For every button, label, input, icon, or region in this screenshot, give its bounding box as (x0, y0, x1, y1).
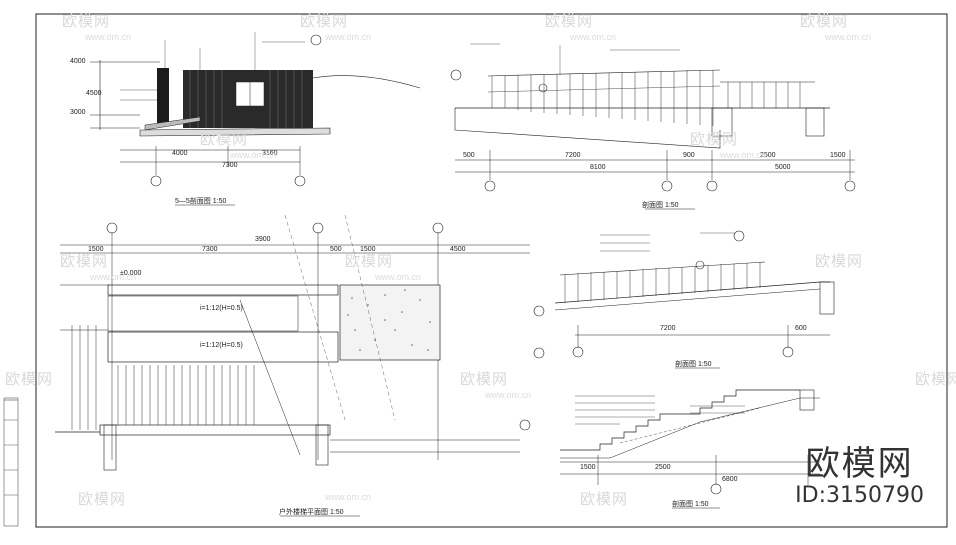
watermark-logo: 欧模网 (815, 252, 864, 270)
dim-label: 5000 (775, 164, 791, 171)
watermark-url: www.om.cn (325, 32, 372, 42)
drawing-title-section-bottom: 剖面图 1:50 (672, 501, 709, 508)
watermark-url: www.om.cn (230, 150, 277, 160)
dim-label: 500 (463, 152, 475, 159)
brand-id-text: ID:3150790 (795, 483, 924, 508)
dim-label: 3000 (70, 109, 86, 116)
dim-label: 2500 (760, 152, 776, 159)
brand-badge: 欧模网 ID:3150790 (795, 445, 924, 509)
dim-label: 1500 (360, 246, 376, 253)
ramp-slope-note: i=1:12(H=0.5) (200, 305, 243, 312)
watermark-url: www.om.cn (720, 150, 767, 160)
watermark-logo: 欧模网 (690, 130, 739, 148)
dim-label: 4500 (450, 246, 466, 253)
dim-label: 4000 (172, 150, 188, 157)
watermark-url: www.om.cn (825, 32, 872, 42)
dim-label: 3160 (262, 150, 278, 157)
dim-label: 4500 (86, 90, 102, 97)
dim-label: 3900 (255, 236, 271, 243)
dim-label: 1500 (580, 464, 596, 471)
title-block (3, 397, 19, 527)
ramp-slope-note: i=1:12(H=0.5) (200, 342, 243, 349)
sheet-border (35, 13, 948, 528)
watermark-logo: 欧模网 (300, 12, 349, 30)
drawing-title-section-mid: 剖面图 1:50 (675, 361, 712, 368)
drawing-title-stair-plan: 户外楼梯平面图 1:50 (279, 509, 344, 516)
dim-label: 7300 (202, 246, 218, 253)
dim-label: 7300 (222, 162, 238, 169)
watermark-logo: 欧模网 (345, 252, 394, 270)
section-top-left (90, 32, 421, 206)
dim-label: 7200 (565, 152, 581, 159)
plan-bottom-left (55, 214, 545, 517)
watermark-logo: 欧模网 (62, 12, 111, 30)
drawing-title-elevation: 剖面图 1:50 (642, 202, 679, 209)
watermark-url: www.om.cn (375, 272, 422, 282)
brand-logo-text: 欧模网 (805, 444, 914, 484)
watermark-logo: 欧模网 (78, 490, 127, 508)
dim-label: 500 (330, 246, 342, 253)
section-mid-right (554, 230, 835, 369)
dim-label: 1500 (88, 246, 104, 253)
watermark-logo: 欧模网 (460, 370, 509, 388)
drawing-title-5-5-section: 5—5剖面图 1:50 (175, 198, 227, 205)
watermark-logo: 欧模网 (60, 252, 109, 270)
watermark-logo: 欧模网 (200, 130, 249, 148)
dim-label: 7200 (660, 325, 676, 332)
watermark-url: www.om.cn (85, 32, 132, 42)
watermark-logo: 欧模网 (580, 490, 629, 508)
dim-label: 2500 (655, 464, 671, 471)
dim-label: 8100 (590, 164, 606, 171)
level-mark: ±0.000 (120, 270, 142, 277)
watermark-url: www.om.cn (90, 272, 137, 282)
watermark-logo: 欧模网 (545, 12, 594, 30)
watermark-logo: 欧模网 (5, 370, 54, 388)
elevation-top-right (450, 43, 856, 210)
dim-label: 900 (683, 152, 695, 159)
dim-label: 600 (795, 325, 807, 332)
watermark-url: www.om.cn (485, 390, 532, 400)
watermark-logo: 欧模网 (915, 370, 956, 388)
dim-label: 1500 (830, 152, 846, 159)
watermark-url: www.om.cn (325, 492, 372, 502)
dim-label: 4000 (70, 58, 86, 65)
watermark-logo: 欧模网 (800, 12, 849, 30)
section-bottom-right (560, 389, 820, 509)
watermark-url: www.om.cn (570, 32, 617, 42)
dim-label: 6800 (722, 476, 738, 483)
